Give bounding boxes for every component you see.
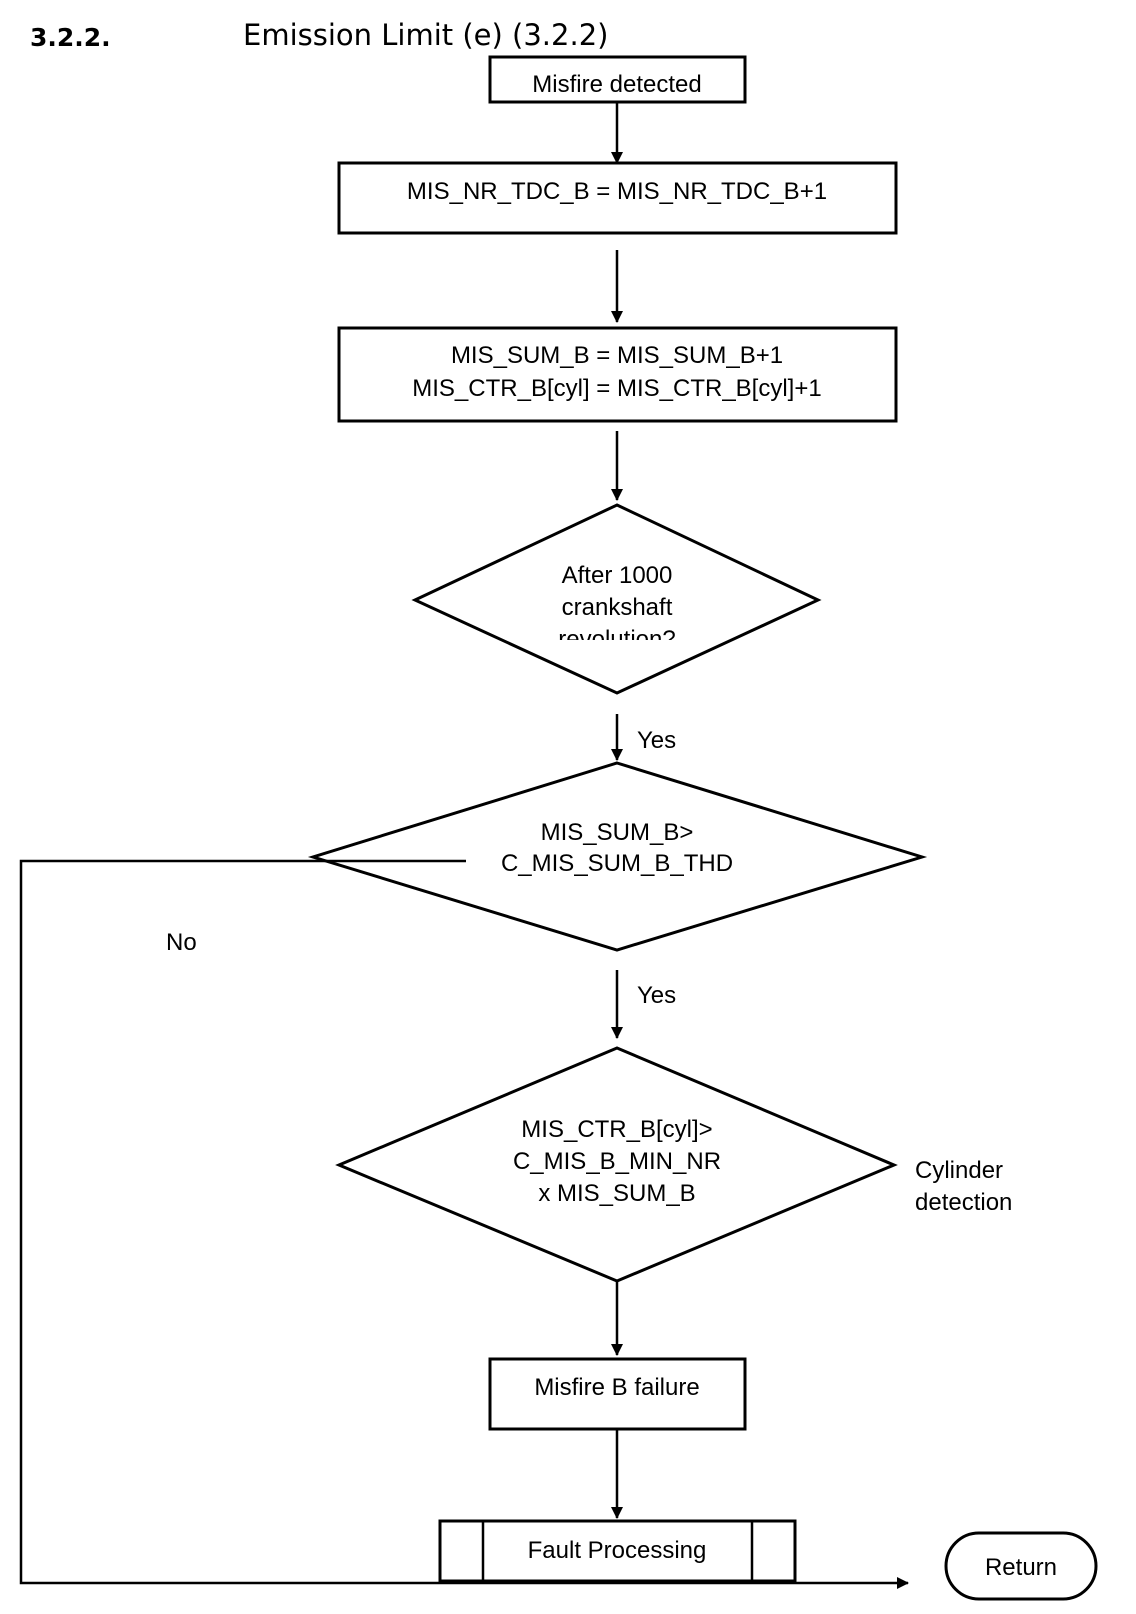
sum-counter-box xyxy=(337,326,898,423)
misfire-failure-box xyxy=(488,1357,747,1431)
decision-revolutions-label-1: After 1000 xyxy=(562,562,673,589)
return-terminator xyxy=(944,1531,1098,1601)
decision-cylinder-label-3: x MIS_SUM_B xyxy=(538,1180,695,1207)
decision-revolutions-diamond xyxy=(411,503,822,695)
yes-label-2: Yes xyxy=(637,982,676,1009)
decision-cylinder-label-2: C_MIS_B_MIN_NR xyxy=(513,1148,721,1175)
decision-revolutions-label-3: revolution? xyxy=(558,626,675,653)
section-number: 3.2.2. xyxy=(30,23,111,52)
sum-counter-label-2: MIS_CTR_B[cyl] = MIS_CTR_B[cyl]+1 xyxy=(412,375,821,402)
section-title: Emission Limit (e) (3.2.2) xyxy=(243,18,608,52)
no-label: No xyxy=(166,929,197,956)
decision-cylinder-label-1: MIS_CTR_B[cyl]> xyxy=(521,1116,712,1143)
decision-sum-threshold-label-2: C_MIS_SUM_B_THD xyxy=(501,850,733,877)
misfire-failure-label: Misfire B failure xyxy=(534,1374,699,1401)
return-label: Return xyxy=(985,1554,1057,1581)
tdc-counter-box xyxy=(337,161,898,235)
cylinder-detection-label-1: Cylinder xyxy=(915,1157,1003,1184)
decision-sum-threshold-label-1: MIS_SUM_B> xyxy=(541,819,694,846)
decision-revolutions-label-2: crankshaft xyxy=(562,594,673,621)
fault-processing-label: Fault Processing xyxy=(528,1537,707,1564)
cylinder-detection-label-2: detection xyxy=(915,1189,1012,1216)
no-branch-path xyxy=(19,859,909,1589)
sum-counter-label-1: MIS_SUM_B = MIS_SUM_B+1 xyxy=(451,342,783,369)
decision-sum-threshold-diamond xyxy=(307,761,928,952)
tdc-counter-label: MIS_NR_TDC_B = MIS_NR_TDC_B+1 xyxy=(407,178,827,205)
misfire-detected-label: Misfire detected xyxy=(532,71,701,98)
yes-label-1: Yes xyxy=(637,727,676,754)
fault-processing-box xyxy=(438,1519,797,1583)
